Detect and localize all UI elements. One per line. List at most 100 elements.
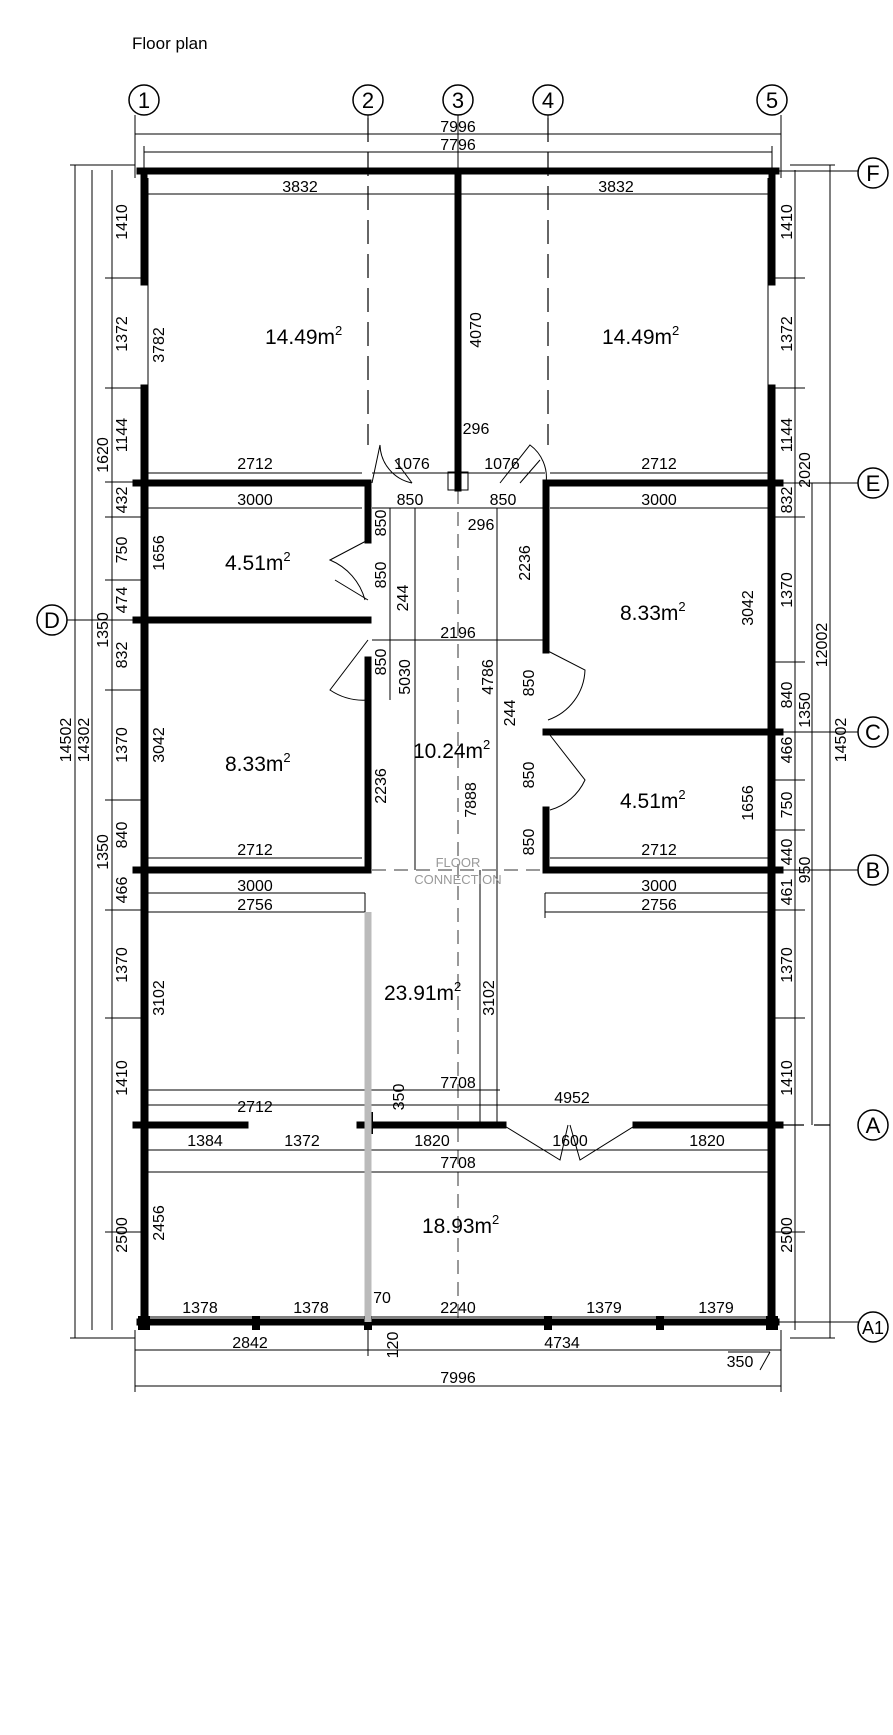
axis-label-4: 4	[542, 88, 554, 113]
dim-text: 70	[373, 1290, 391, 1307]
dim-text: 1410	[114, 204, 131, 240]
room-area: 23.91m2	[384, 979, 461, 1005]
dim-text: 840	[114, 822, 131, 849]
dim-text: 14302	[76, 718, 93, 763]
dim-text: 1378	[293, 1300, 329, 1317]
room-area: 4.51m2	[620, 787, 686, 813]
dim-text: 7708	[440, 1075, 476, 1092]
dim-text: 832	[779, 487, 796, 514]
dim-text: 1379	[586, 1300, 622, 1317]
axis-circle-1	[128, 84, 160, 116]
dim-text: 466	[114, 877, 131, 904]
dim-text: 3832	[598, 179, 634, 196]
axis-markers: 1 2 3 4 5 F E D C B A A1	[36, 84, 889, 1343]
dim-text: 2842	[232, 1335, 268, 1352]
dim-text: 2712	[641, 842, 677, 859]
dim-text: 2500	[779, 1217, 796, 1253]
dim-text: 1370	[779, 947, 796, 983]
dim-text: 850	[521, 829, 538, 856]
vertical-dimensions: 3782 4070 1656 3042 3102 2456 850 850 24…	[58, 204, 850, 1358]
axis-circle-F	[857, 157, 889, 189]
dim-text: 750	[779, 792, 796, 819]
dim-text: 1620	[95, 437, 112, 473]
dim-text: 4786	[480, 659, 497, 695]
room-area: 14.49m2	[265, 323, 342, 349]
dim-text: 1350	[797, 692, 814, 728]
dim-text: 850	[521, 762, 538, 789]
dim-text: 2196	[440, 625, 476, 642]
walls	[132, 167, 784, 1330]
dim-text: 12002	[814, 623, 831, 668]
dim-text: 4070	[468, 312, 485, 348]
axis-label-A: A	[866, 1113, 881, 1138]
dim-text: 1144	[114, 418, 131, 453]
dim-text: 1656	[151, 535, 168, 571]
dim-text: 3782	[151, 327, 168, 363]
axis-label-3: 3	[452, 88, 464, 113]
axis-label-D: D	[44, 608, 60, 633]
dim-text: 2020	[797, 452, 814, 488]
dim-text: 2712	[237, 842, 273, 859]
dim-text: 1372	[114, 316, 131, 352]
room-area: 8.33m2	[225, 750, 291, 776]
dim-text: 2240	[440, 1300, 476, 1317]
dim-text: 1820	[689, 1133, 725, 1150]
dim-text: 350	[727, 1354, 754, 1371]
dim-text: 3102	[151, 980, 168, 1016]
dim-text: 850	[397, 492, 424, 509]
dimension-lines	[55, 128, 858, 1392]
dim-text: 2712	[641, 456, 677, 473]
dim-text: 1076	[484, 456, 520, 473]
floor-connection-label: FLOOR	[436, 855, 481, 870]
dim-text: 1350	[95, 612, 112, 648]
dim-text: 1144	[779, 418, 796, 453]
dim-text: 4952	[554, 1090, 590, 1107]
dim-text: 1820	[414, 1133, 450, 1150]
dim-text: 7796	[440, 137, 476, 154]
axis-circle-D	[36, 604, 68, 636]
dim-text: 3000	[237, 878, 273, 895]
axis-label-1: 1	[138, 88, 150, 113]
axis-circle-C	[857, 716, 889, 748]
dim-text: 440	[779, 839, 796, 866]
dim-text: 840	[779, 682, 796, 709]
dim-text: 850	[373, 649, 390, 676]
dim-text: 432	[114, 487, 131, 514]
dim-text: 3000	[641, 492, 677, 509]
room-areas: 14.49m2 14.49m2 4.51m2 8.33m2 8.33m2 10.…	[225, 323, 686, 1238]
dim-text: 850	[373, 510, 390, 537]
dim-text: 850	[521, 670, 538, 697]
axis-circle-4	[532, 84, 564, 116]
dim-text: 2712	[237, 1099, 273, 1116]
dim-text: 1410	[779, 1060, 796, 1096]
axis-label-B: B	[866, 858, 881, 883]
dim-text: 1656	[740, 785, 757, 821]
axis-circle-A1	[857, 1311, 889, 1343]
axis-circle-E	[857, 467, 889, 499]
dim-text: 3000	[237, 492, 273, 509]
dim-text: 7888	[463, 782, 480, 818]
axis-circle-5	[756, 84, 788, 116]
dim-text: 3000	[641, 878, 677, 895]
doors	[328, 444, 637, 1161]
dim-text: 7996	[440, 119, 476, 136]
dim-text: 244	[502, 700, 519, 727]
horizontal-dimensions: 7996 7796 3832 3832 2712 3000 1076 1076 …	[182, 119, 753, 1387]
dim-text: 350	[391, 1084, 408, 1111]
axis-label-2: 2	[362, 88, 374, 113]
axis-label-5: 5	[766, 88, 778, 113]
dim-text: 1370	[779, 572, 796, 608]
dim-text: 3042	[151, 727, 168, 763]
dim-text: 1350	[95, 834, 112, 870]
axis-label-C: C	[865, 720, 881, 745]
dim-text: 7996	[440, 1370, 476, 1387]
dim-text: 244	[395, 585, 412, 612]
dim-text: 2500	[114, 1217, 131, 1253]
dim-text: 296	[468, 517, 495, 534]
dim-text: 1410	[779, 204, 796, 240]
dim-text: 461	[779, 879, 796, 906]
dim-text: 3102	[481, 980, 498, 1016]
dim-text: 5030	[397, 659, 414, 695]
room-area: 14.49m2	[602, 323, 679, 349]
